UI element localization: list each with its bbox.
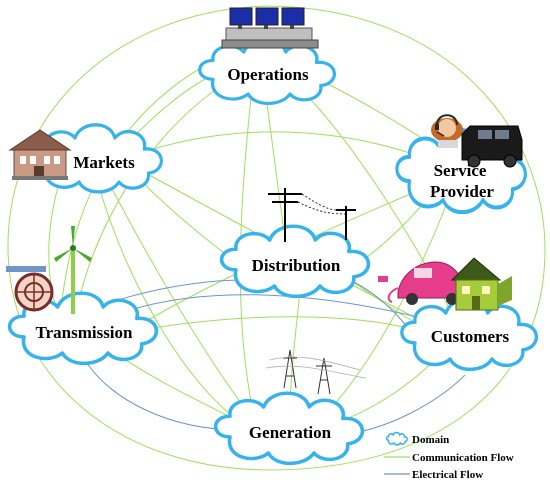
domain-clouds [7, 37, 539, 466]
communication-link-markets-generation-2 [99, 189, 246, 426]
label-operations: Operations [227, 65, 309, 84]
house-icon [450, 257, 512, 311]
label-customers: Customers [431, 327, 510, 346]
label-transmission: Transmission [36, 323, 134, 342]
communication-link-transmission-customers [139, 316, 416, 331]
water-turbine-icon [6, 266, 54, 312]
legend-domain-cloud-icon [385, 431, 409, 446]
electric-car-icon [378, 261, 467, 305]
transmission-tower-icon [265, 349, 367, 395]
legend: Domain Communication Flow Electrical Flo… [384, 431, 514, 481]
legend-electrical-label: Electrical Flow [412, 469, 483, 481]
communication-link-transmission-generation [109, 349, 246, 426]
legend-domain-label: Domain [412, 434, 449, 446]
service-van-icon [461, 125, 523, 168]
power-pole-icon [268, 188, 356, 242]
label-markets: Markets [73, 153, 135, 172]
label-generation: Generation [249, 423, 332, 442]
communication-link-operations-distribution [264, 87, 286, 241]
label-service-provider-line2: Provider [430, 182, 494, 201]
communication-link-operations-transmission-2 [59, 59, 216, 321]
electrical-link-transmission-customers [129, 294, 431, 321]
control-room-monitors-icon [221, 7, 319, 49]
market-building-icon [8, 129, 72, 180]
communication-link-markets-service [149, 131, 431, 161]
legend-communication-label: Communication Flow [412, 452, 514, 464]
label-service-provider-line1: Service [434, 161, 487, 180]
communication-link-operations-transmission [74, 79, 231, 321]
call-center-agent-icon [431, 114, 463, 148]
wind-turbine-icon [54, 226, 92, 314]
label-distribution: Distribution [252, 256, 341, 275]
